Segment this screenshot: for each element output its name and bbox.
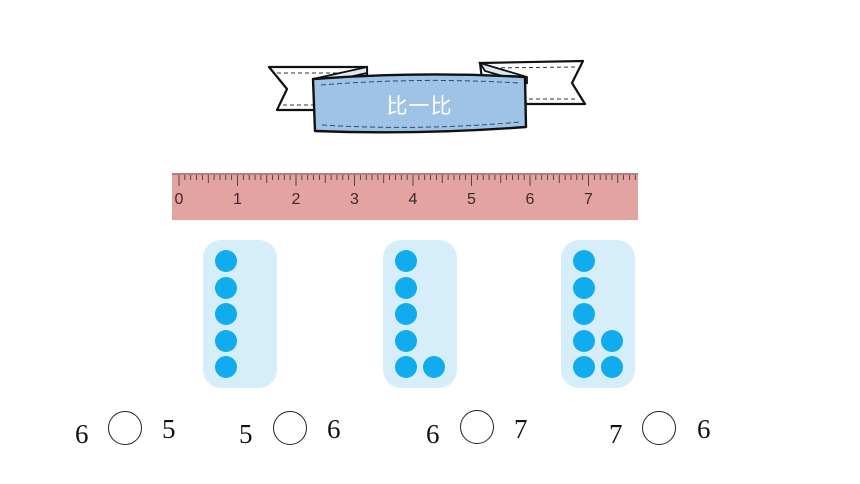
counting-dot [573,356,595,378]
counting-dot [601,329,623,352]
counting-dot [215,250,237,272]
counting-dot [215,303,237,325]
counting-dot [423,356,445,378]
left-number: 6 [426,419,440,449]
ruler-label: 0 [175,191,184,208]
right-number: 6 [327,414,341,444]
left-number: 5 [239,419,253,449]
ribbon-graphic [267,59,587,134]
answer-circle[interactable] [273,411,307,445]
ruler-ticks [178,175,636,186]
banner-title: 比一比 [386,94,453,118]
ruler-label: 7 [584,191,593,208]
ruler-label: 5 [467,191,476,208]
counting-dot [573,276,595,299]
counting-dot [215,276,237,299]
ruler-label: 3 [350,191,359,208]
ruler: 0 1 2 3 4 5 6 7 [172,173,638,220]
right-number: 6 [697,414,711,444]
right-number: 7 [514,414,528,444]
counting-dot [215,329,237,352]
answer-circle[interactable] [642,411,676,445]
counting-dot [395,250,417,272]
left-number: 7 [609,419,623,449]
title-banner: 比一比 [265,55,590,140]
counting-dot [601,356,623,378]
counting-dot [395,329,417,352]
right-number: 5 [162,414,176,444]
dot-card-3 [561,240,635,388]
counting-dot [573,303,595,325]
ruler-body [172,173,638,220]
dot-card-2 [383,240,457,388]
counting-dot [395,303,417,325]
ruler-label: 4 [409,191,418,208]
counting-dot [395,276,417,299]
counting-dot [573,250,595,272]
counting-dot [395,356,417,378]
answer-circle[interactable] [460,410,494,444]
left-number: 6 [75,419,89,449]
ruler-label: 2 [292,191,301,208]
ruler-labels: 0 1 2 3 4 5 6 7 [175,191,594,208]
ruler-label: 6 [526,191,535,208]
counting-dot [573,329,595,352]
counting-dot [215,356,237,378]
ruler-label: 1 [233,191,242,208]
answer-circle[interactable] [108,411,142,445]
dot-card-1 [203,240,277,388]
